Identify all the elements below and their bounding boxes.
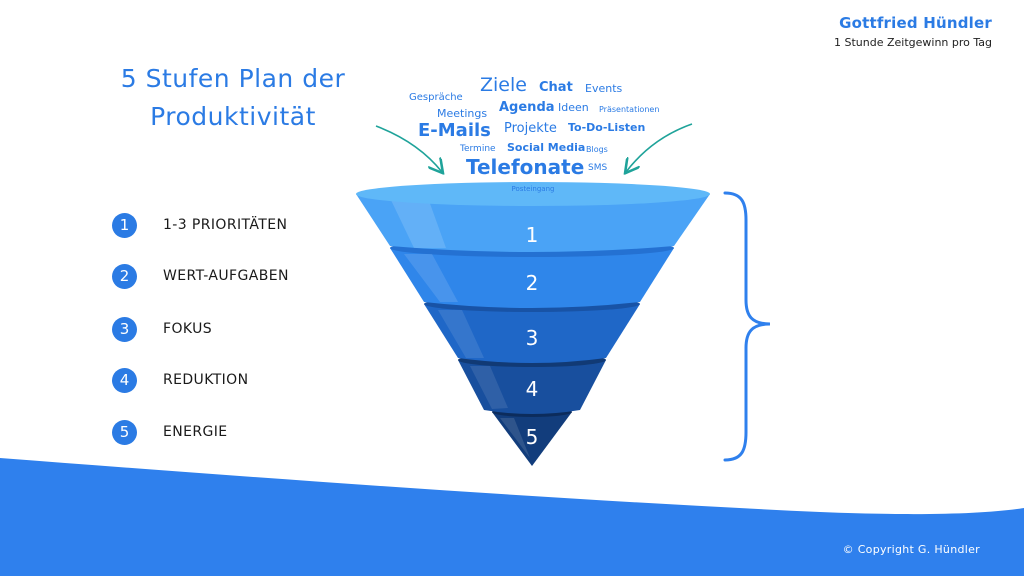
arrow-left-icon [375,125,442,172]
funnel-level-1: 1 [526,223,539,247]
page-title: 5 Stufen Plan der Produktivität [98,60,368,136]
step-number-badge: 4 [112,367,137,393]
funnel-top [356,182,710,206]
step-label: REDUKTION [163,372,249,388]
brand-tagline: 1 Stunde Zeitgewinn pro Tag [833,36,992,49]
brand-name: Gottfried Hündler [839,14,992,32]
funnel-layer-3 [424,304,640,363]
brace-icon [723,191,771,462]
funnel-level-2: 2 [526,271,539,295]
funnel-level-5: 5 [526,425,539,449]
title-line-2: Produktivität [150,102,316,131]
title-line-1: 5 Stufen Plan der [120,64,346,93]
step-number-badge: 1 [112,212,137,238]
funnel-top-label: Posteingang [512,185,555,193]
step-item-2: 2 WERT-AUFGABEN [112,263,289,289]
step-label: FOKUS [163,321,213,337]
brand-block: Gottfried Hündler 1 Stunde Zeitgewinn pr… [834,14,992,49]
step-item-5: 5 ENERGIE [112,419,228,445]
step-item-1: 1 1-3 PRIORITÄTEN [112,212,287,238]
funnel-level-4: 4 [526,377,539,401]
step-number-badge: 3 [112,316,137,342]
arrow-right-icon [626,123,693,172]
funnel-level-3: 3 [526,326,539,350]
step-item-4: 4 REDUKTION [112,367,248,393]
step-item-3: 3 FOKUS [112,316,212,342]
copyright-text: © Copyright G. Hündler [842,543,980,556]
step-label: WERT-AUFGABEN [163,268,289,284]
step-number-badge: 2 [112,263,137,289]
step-label: 1-3 PRIORITÄTEN [163,217,288,233]
funnel-layer-4 [458,360,606,414]
funnel-layer-5 [492,412,572,466]
step-label: ENERGIE [163,424,228,440]
funnel-layer-1 [356,194,710,252]
step-number-badge: 5 [112,419,137,445]
funnel-layer-2 [390,248,674,308]
